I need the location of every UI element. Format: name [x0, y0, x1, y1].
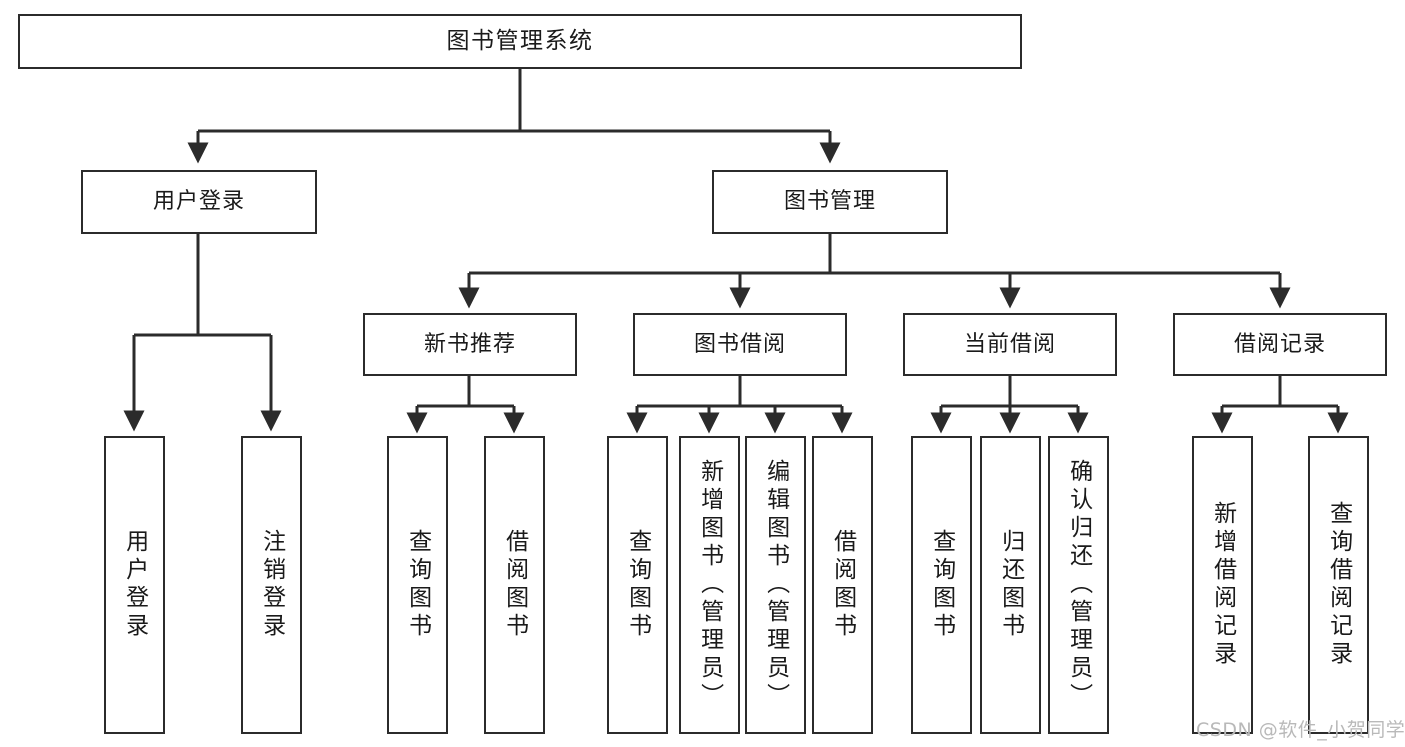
leaf-borrow-query-book[interactable]: 查询图书 [607, 436, 668, 734]
node-label: 查询图书 [624, 529, 651, 641]
leaf-current-query-book[interactable]: 查询图书 [911, 436, 972, 734]
node-label: 新增图书（管理员） [696, 459, 723, 711]
node-label: 用户登录 [152, 189, 245, 215]
node-book-management[interactable]: 图书管理 [712, 170, 948, 234]
node-label: 当前借阅 [963, 331, 1056, 357]
node-root-book-management-system[interactable]: 图书管理系统 [18, 14, 1022, 69]
node-label: 查询借阅记录 [1325, 501, 1352, 669]
node-label: 图书借阅 [693, 331, 786, 357]
node-label: 归还图书 [997, 529, 1024, 641]
node-label: 图书管理 [783, 189, 876, 215]
leaf-current-confirm-return-admin[interactable]: 确认归还（管理员） [1048, 436, 1109, 734]
node-label: 查询图书 [404, 529, 431, 641]
node-label: 借阅记录 [1233, 331, 1326, 357]
leaf-new-book-query-book[interactable]: 查询图书 [387, 436, 448, 734]
csdn-watermark: CSDN @软件_小贺同学 [1196, 719, 1405, 741]
node-label: 编辑图书（管理员） [762, 459, 789, 711]
leaf-user-login-login[interactable]: 用户登录 [104, 436, 165, 734]
node-label: 查询图书 [928, 529, 955, 641]
node-label: 注销登录 [258, 529, 285, 641]
node-book-borrowing[interactable]: 图书借阅 [633, 313, 847, 376]
leaf-borrow-borrow-book[interactable]: 借阅图书 [812, 436, 873, 734]
leaf-borrow-edit-book-admin[interactable]: 编辑图书（管理员） [745, 436, 806, 734]
leaf-user-login-logout[interactable]: 注销登录 [241, 436, 302, 734]
node-borrowing-records[interactable]: 借阅记录 [1173, 313, 1387, 376]
node-label: 借阅图书 [829, 529, 856, 641]
node-label: 借阅图书 [501, 529, 528, 641]
node-user-login[interactable]: 用户登录 [81, 170, 317, 234]
node-label: 确认归还（管理员） [1065, 459, 1092, 711]
leaf-borrow-add-book-admin[interactable]: 新增图书（管理员） [679, 436, 740, 734]
leaf-current-return-book[interactable]: 归还图书 [980, 436, 1041, 734]
node-new-book-recommendation[interactable]: 新书推荐 [363, 313, 577, 376]
leaf-new-book-borrow-book[interactable]: 借阅图书 [484, 436, 545, 734]
node-label: 新书推荐 [423, 331, 516, 357]
node-current-borrowing[interactable]: 当前借阅 [903, 313, 1117, 376]
leaf-record-add-record[interactable]: 新增借阅记录 [1192, 436, 1253, 734]
node-label: 用户登录 [121, 529, 148, 641]
leaf-record-query-record[interactable]: 查询借阅记录 [1308, 436, 1369, 734]
node-label: 新增借阅记录 [1209, 501, 1236, 669]
node-label: 图书管理系统 [446, 27, 594, 54]
